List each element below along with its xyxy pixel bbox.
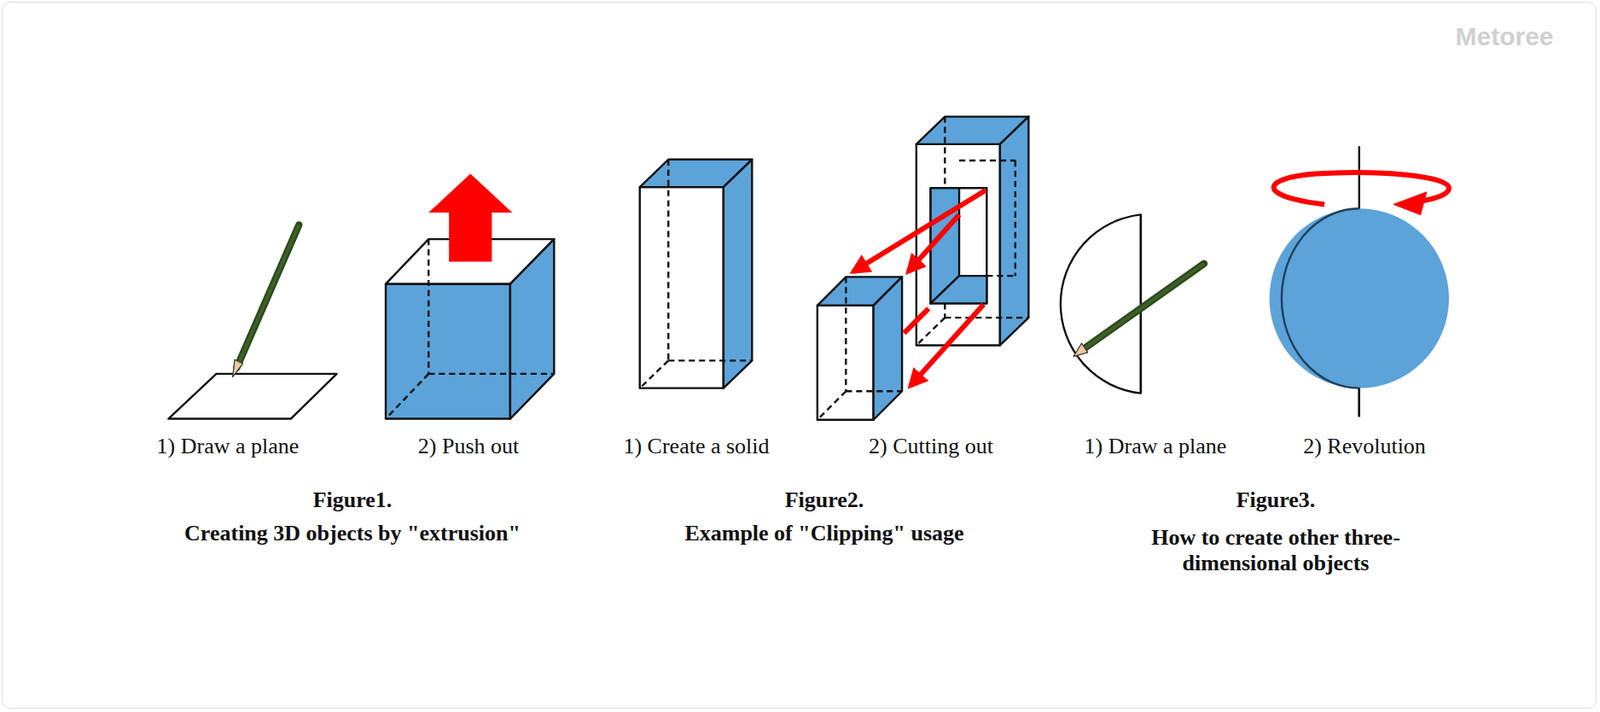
figure-number: Figure1.	[313, 487, 393, 513]
figure-caption: Creating 3D objects by "extrusion"	[113, 520, 592, 547]
step-label: 1) Draw a plane	[1084, 433, 1228, 460]
step-label: 1) Create a solid	[622, 433, 769, 460]
step-label: 2) Cutting out	[868, 433, 994, 460]
figure-number: Figure2.	[785, 487, 865, 513]
watermark: Metoree	[1454, 22, 1554, 52]
figure-number: Figure3.	[1236, 487, 1316, 513]
step-label: 1) Draw a plane	[157, 433, 300, 460]
step-label: 2) Revolution	[1303, 433, 1426, 460]
step-label: 2) Push out	[418, 433, 519, 460]
figure-caption: How to create other three-dimensional ob…	[1105, 524, 1447, 576]
figure-caption: Example of "Clipping" usage	[602, 520, 1047, 547]
